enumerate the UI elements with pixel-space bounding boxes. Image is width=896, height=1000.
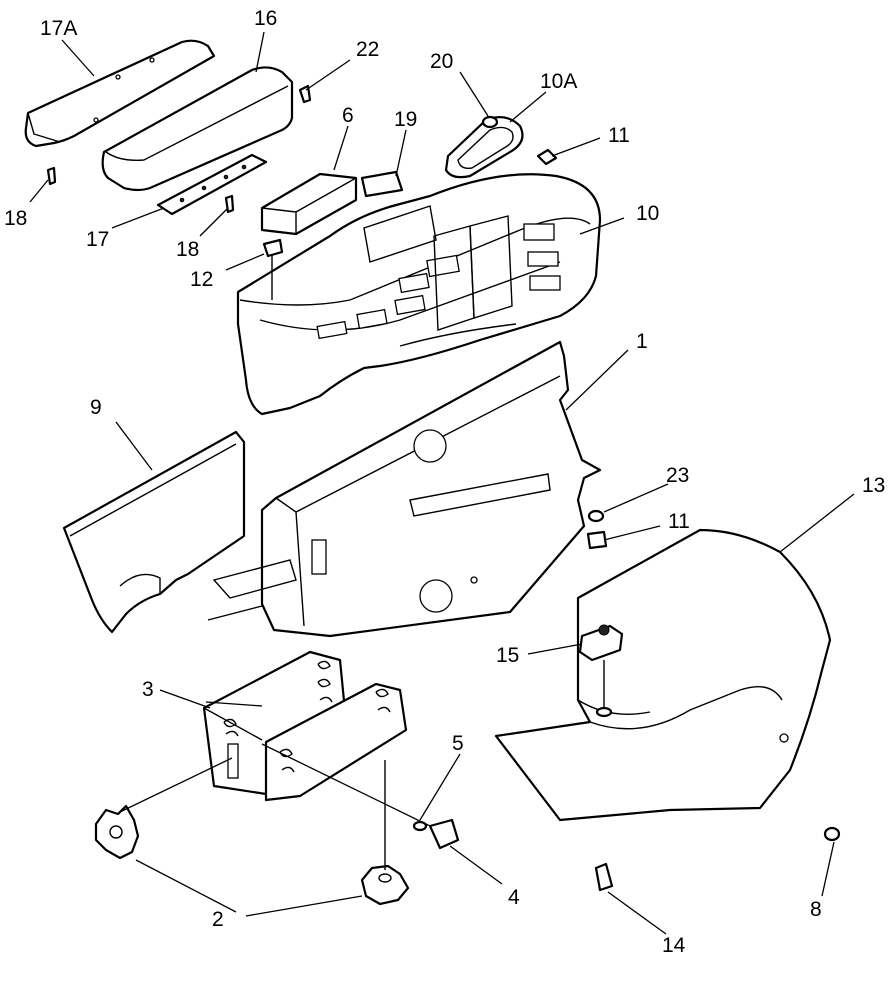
clip-15 (578, 624, 624, 718)
callout-6: 6 (342, 104, 354, 127)
callout-9: 9 (90, 396, 102, 419)
callout-17: 17 (86, 228, 109, 251)
callout-labels: 17A 16 22 20 10A 6 19 11 18 17 18 10 12 … (4, 7, 885, 957)
callout-5: 5 (452, 732, 464, 755)
screw-22 (298, 84, 312, 104)
armrest-cushion (101, 66, 294, 192)
callout-22: 22 (356, 38, 379, 61)
callout-18-upper: 18 (4, 207, 27, 230)
callout-12: 12 (190, 268, 213, 291)
leader-lines (29, 31, 855, 935)
bolt-12 (262, 238, 284, 300)
rear-shroud (494, 528, 832, 822)
callout-3: 3 (142, 678, 154, 701)
callout-2: 2 (212, 908, 224, 931)
callout-13: 13 (862, 474, 885, 497)
callout-11-upper: 11 (608, 124, 630, 147)
console-top-cover (236, 173, 602, 416)
callout-8: 8 (810, 898, 822, 921)
bolt-4 (428, 818, 460, 850)
small-pad (360, 170, 404, 198)
callout-14: 14 (662, 934, 686, 957)
console-frame (207, 340, 602, 638)
callout-10: 10 (636, 202, 659, 225)
plug-8 (823, 826, 841, 842)
callout-16: 16 (254, 7, 277, 30)
callout-23: 23 (666, 464, 689, 487)
bolt-14 (594, 862, 614, 892)
side-panel (62, 430, 246, 634)
knob-bottom (360, 760, 410, 906)
screw-18-upper (46, 166, 57, 186)
nut-11-lower (586, 530, 608, 550)
pedal-bracket-box (202, 650, 408, 802)
callout-20: 20 (430, 50, 453, 73)
callout-4: 4 (508, 886, 520, 909)
foam-block (260, 172, 358, 236)
washer-23 (587, 509, 605, 523)
washer-5 (412, 820, 428, 832)
gasket (444, 115, 524, 179)
callout-18-lower: 18 (176, 238, 199, 261)
bolt-11-upper (536, 148, 558, 166)
callout-1: 1 (636, 330, 648, 353)
callout-10A: 10A (540, 70, 577, 93)
bracket-plate (156, 153, 268, 216)
armrest-base-plate (24, 39, 216, 148)
callout-15: 15 (496, 644, 519, 667)
plug-20 (481, 115, 499, 129)
callout-19: 19 (394, 108, 417, 131)
knob-left (94, 804, 140, 860)
callout-11-lower: 11 (668, 510, 690, 533)
callout-17A: 17A (40, 17, 77, 40)
